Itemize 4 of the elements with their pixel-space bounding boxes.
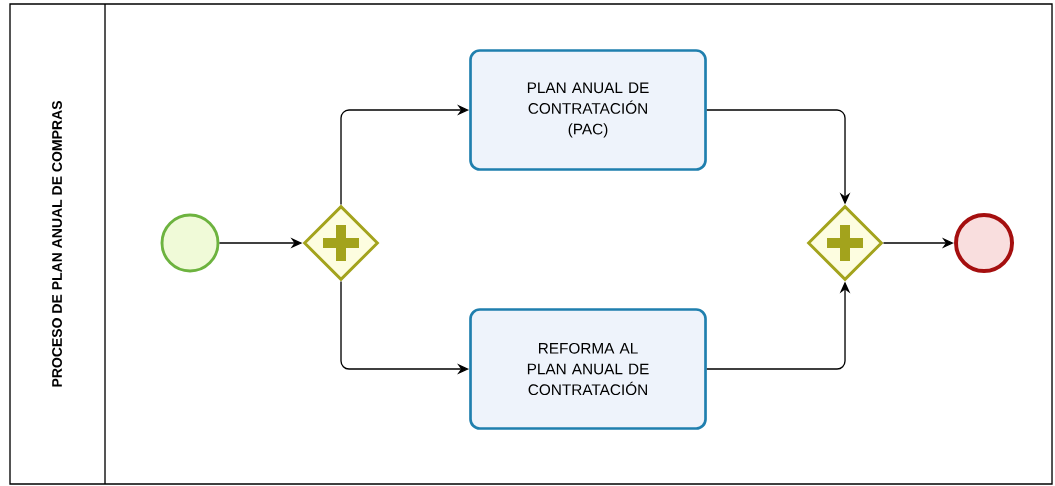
task-box: REFORMA AL PLAN ANUAL DE CONTRATACIÓN — [469, 308, 707, 430]
task-box: PLAN ANUAL DE CONTRATACIÓN (PAC) — [469, 49, 707, 171]
end-event-circle — [954, 213, 1014, 273]
start-event-circle — [160, 213, 220, 273]
